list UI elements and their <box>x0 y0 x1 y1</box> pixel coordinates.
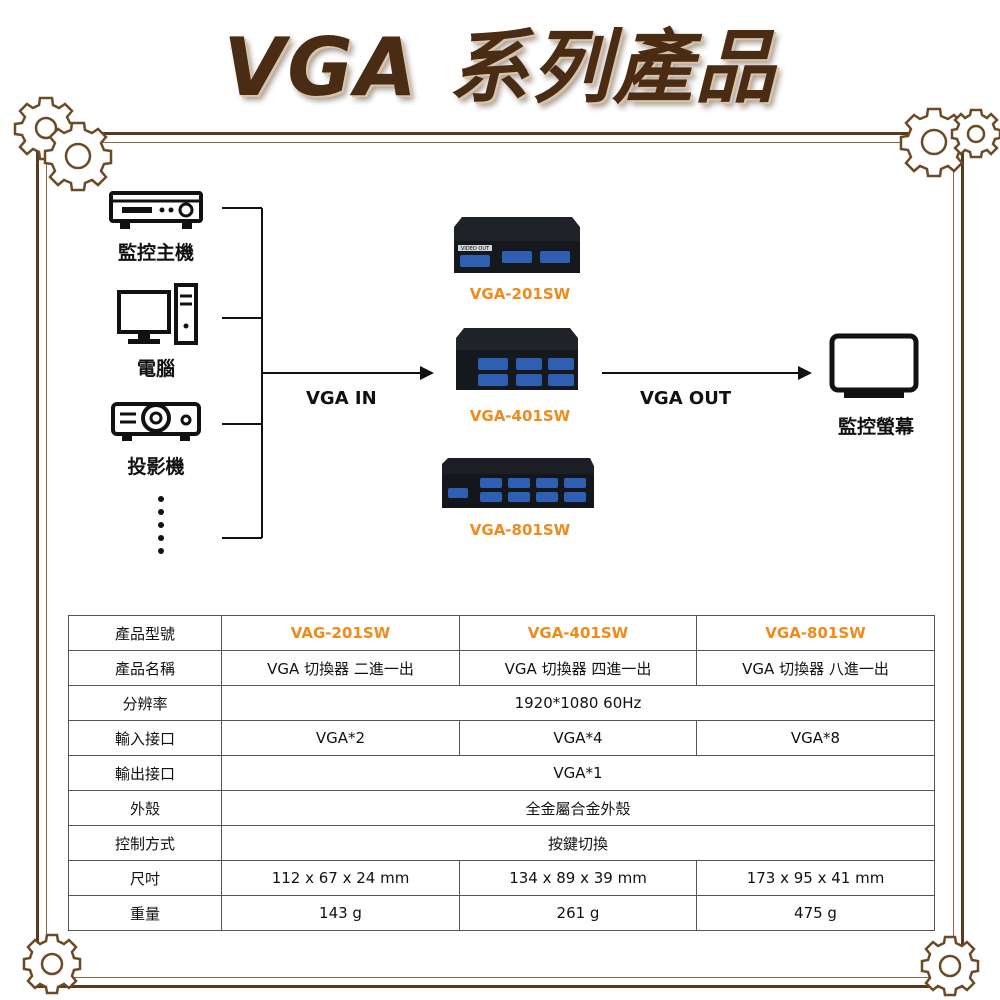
computer-icon <box>117 283 198 345</box>
model-header: VAG-201SW <box>221 615 460 651</box>
table-cell: VGA 切換器 八進一出 <box>696 650 935 686</box>
product-label-401sw: VGA-401SW <box>469 407 571 425</box>
monitor-label: 監控螢幕 <box>837 416 914 438</box>
table-cell: VGA*4 <box>459 720 697 756</box>
vga-201sw-port-label: VIDEO OUT <box>461 246 490 252</box>
connection-diagram <box>222 207 812 539</box>
table-row: 外殼 全金屬合金外殼 <box>68 790 935 826</box>
table-cell: 173 x 95 x 41 mm <box>696 860 935 896</box>
decorative-frame-inner <box>46 142 954 978</box>
decorative-frame-outer <box>36 132 964 988</box>
product-label-201sw: VGA-201SW <box>469 285 571 303</box>
table-cell: VGA*2 <box>221 720 460 756</box>
table-cell: VGA*1 <box>221 755 935 791</box>
source-label-dvr: 監控主機 <box>117 242 194 264</box>
row-label: 分辨率 <box>68 685 222 721</box>
page-title: VGA 系列產品 <box>223 21 777 114</box>
table-cell: 143 g <box>221 895 460 931</box>
table-row: 產品名稱 VGA 切換器 二進一出 VGA 切換器 四進一出 VGA 切換器 八… <box>68 650 935 686</box>
table-cell: 261 g <box>459 895 697 931</box>
table-row: 尺吋 112 x 67 x 24 mm 134 x 89 x 39 mm 173… <box>68 860 935 896</box>
table-row: 重量 143 g 261 g 475 g <box>68 895 935 931</box>
row-label: 控制方式 <box>68 825 222 861</box>
table-cell: 全金屬合金外殼 <box>221 790 935 826</box>
row-label: 產品型號 <box>68 615 222 651</box>
table-row: 控制方式 按鍵切換 <box>68 825 935 861</box>
row-label: 外殼 <box>68 790 222 826</box>
dvr-icon <box>109 191 203 229</box>
model-header: VGA-401SW <box>459 615 697 651</box>
more-sources-dots <box>158 496 164 561</box>
table-cell: 134 x 89 x 39 mm <box>459 860 697 896</box>
product-label-801sw: VGA-801SW <box>469 521 571 539</box>
source-label-computer: 電腦 <box>136 358 175 380</box>
table-row: 分辨率 1920*1080 60Hz <box>68 685 935 721</box>
row-label: 尺吋 <box>68 860 222 896</box>
table-row: 產品型號 VAG-201SW VGA-401SW VGA-801SW <box>68 615 935 651</box>
table-row: 輸入接口 VGA*2 VGA*4 VGA*8 <box>68 720 935 756</box>
table-cell: 按鍵切換 <box>221 825 935 861</box>
table-cell: VGA 切換器 四進一出 <box>459 650 697 686</box>
table-cell: 1920*1080 60Hz <box>221 685 935 721</box>
model-header: VGA-801SW <box>696 615 935 651</box>
table-cell: VGA*8 <box>696 720 935 756</box>
source-label-projector: 投影機 <box>127 456 185 478</box>
table-row: 輸出接口 VGA*1 <box>68 755 935 791</box>
row-label: 輸入接口 <box>68 720 222 756</box>
vga-out-label: VGA OUT <box>640 388 732 409</box>
table-cell: VGA 切換器 二進一出 <box>221 650 460 686</box>
gear-icon <box>13 96 113 192</box>
vga-in-label: VGA IN <box>306 388 377 409</box>
row-label: 產品名稱 <box>68 650 222 686</box>
table-cell: 475 g <box>696 895 935 931</box>
vga-201sw-product-image: VIDEO OUT <box>454 217 580 273</box>
table-cell: 112 x 67 x 24 mm <box>221 860 460 896</box>
vga-801sw-product-image <box>442 458 594 508</box>
projector-icon <box>111 402 201 441</box>
monitor-icon <box>829 333 919 398</box>
row-label: 輸出接口 <box>68 755 222 791</box>
gear-icon <box>899 107 1000 178</box>
vga-401sw-product-image <box>456 328 578 390</box>
gear-icon <box>920 935 980 997</box>
gear-icon <box>22 933 82 995</box>
spec-table: 產品型號 VAG-201SW VGA-401SW VGA-801SW 產品名稱 … <box>68 615 935 931</box>
row-label: 重量 <box>68 895 222 931</box>
